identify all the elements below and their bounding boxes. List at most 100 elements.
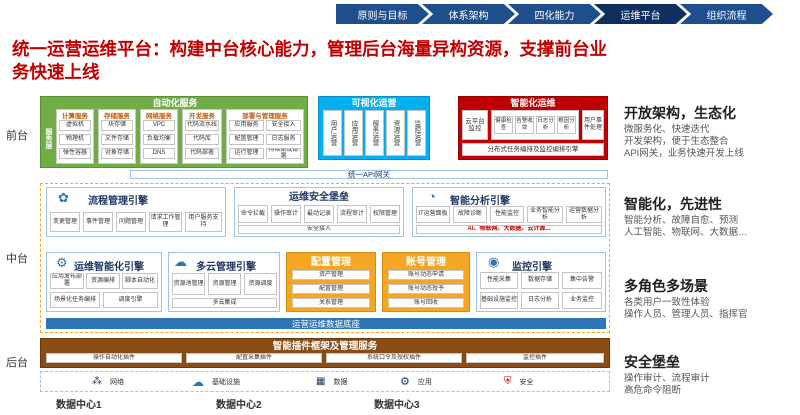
api-gateway-bar[interactable]: 统一API网关: [130, 170, 608, 179]
compute-service-title: 计算服务: [62, 113, 88, 120]
scheduler-cell[interactable]: 调度引擎: [103, 292, 158, 308]
infra-frame: [40, 371, 610, 392]
script-auto-cell[interactable]: 脚本自动化: [122, 273, 158, 289]
data-center-3: 数据中心3: [374, 400, 420, 411]
visual-ops-title: 可视化运营: [351, 97, 397, 108]
deploy-cell[interactable]: 代码部署: [185, 148, 219, 159]
fault-diag-cell[interactable]: 故障诊断: [453, 206, 487, 223]
res-orch-cell[interactable]: 资源编排: [86, 273, 120, 289]
biz-analysis-cell[interactable]: 业务智能分析: [527, 206, 563, 223]
app-ops-cell[interactable]: 应用运营: [344, 110, 363, 156]
op-auto-plugin-cell[interactable]: 操作自动化插件: [46, 353, 182, 363]
res-pool-cell[interactable]: 资源池管理: [172, 273, 205, 295]
user-ops-cell[interactable]: 用户运营: [323, 110, 342, 156]
root-cause-cell[interactable]: 根因分析: [557, 116, 576, 134]
biz-monitor-cell[interactable]: 业务监控: [562, 292, 602, 309]
service-ops-cell[interactable]: 服务运营: [365, 110, 384, 156]
multirole-line1: 各类用户一致性体验: [624, 297, 710, 308]
health-check-cell[interactable]: 健康检查: [494, 116, 513, 134]
file-storage-cell[interactable]: 文件存储: [101, 134, 133, 145]
run-mgmt-cell[interactable]: 运行管理: [229, 148, 264, 159]
app-deploy-cell[interactable]: 应用发布部署: [50, 273, 84, 289]
log-service-cell[interactable]: 日志服务: [266, 134, 301, 145]
infra-cloud-icon: ☁: [192, 374, 204, 389]
multicloud-bar[interactable]: 多云集成: [172, 298, 277, 308]
config-item-cell[interactable]: 配置管理: [292, 284, 370, 294]
log-analysis-cell[interactable]: 日志分析: [536, 116, 555, 134]
scene-task-cell[interactable]: 场景化任务编排: [50, 292, 100, 308]
acct-apply-cell[interactable]: 账号动态申请: [388, 270, 464, 280]
nav-tab-organization[interactable]: 组织流程: [680, 4, 773, 24]
event-mgmt-cell[interactable]: 事件管理: [83, 212, 113, 232]
app-service-cell[interactable]: 应用服务: [229, 120, 264, 131]
nav-tab-principles[interactable]: 原则与目标: [336, 4, 429, 24]
monitor-plugin-cell[interactable]: 监控插件: [466, 353, 604, 363]
nav-tab-architecture[interactable]: 体系架构: [422, 4, 515, 24]
multirole-heading: 多角色多场景: [624, 278, 708, 294]
secure-access-cell[interactable]: 安全接入: [266, 120, 301, 131]
open-arch-heading: 开放架构，生态化: [624, 105, 736, 121]
request-work-cell[interactable]: 请求工作管理: [149, 212, 182, 232]
dev-service-title: 开发服务: [189, 113, 215, 120]
infra-monitor-cell[interactable]: 基础设施监控: [480, 292, 518, 309]
security-line1: 操作审计、流程审计: [624, 373, 710, 384]
object-storage-cell[interactable]: 对象存储: [101, 148, 133, 159]
cmd-block-cell[interactable]: 命令拦截: [238, 205, 268, 223]
perm-mgmt-cell[interactable]: 权限管理: [370, 205, 400, 223]
problem-mgmt-cell[interactable]: 问题管理: [116, 212, 146, 232]
user-support-cell[interactable]: 用户服务支持: [185, 212, 222, 232]
alert-converge-cell[interactable]: 告警收敛: [515, 116, 534, 134]
infra-base-label: 基础设施: [212, 378, 240, 386]
flow-audit-cell[interactable]: 流程审计: [337, 205, 367, 223]
app-gear-icon: ⚙: [400, 376, 410, 388]
ops-data-base-bar[interactable]: 运营运维数据底座: [46, 318, 606, 329]
record-cell[interactable]: 最动记录: [304, 205, 334, 223]
top-nav: 原则与目标 体系架构 四化能力 运维平台 组织流程: [336, 4, 773, 24]
it-dashboard-cell[interactable]: IT运营面板: [416, 206, 450, 223]
analysis-engine-title: 智能分析引擎: [450, 196, 510, 207]
secure-bastion-title: 运维安全堡垒: [236, 189, 402, 203]
perf-monitor-cell[interactable]: 性能监控: [490, 206, 524, 223]
open-arch-line3: API网关，业务快速开发上线: [624, 148, 744, 159]
storage-service-title: 存储服务: [104, 113, 130, 120]
pipeline-cell[interactable]: 代码流水线: [185, 120, 219, 131]
nav-tab-ops-platform[interactable]: 运维平台: [594, 4, 687, 24]
data-store-cell[interactable]: 数据存储: [521, 272, 559, 289]
container-cell[interactable]: 弹性容器: [59, 148, 91, 159]
cloud-monitor-cell[interactable]: 云平台监控: [462, 110, 488, 140]
vpc-cell[interactable]: VPC: [143, 120, 175, 131]
physical-cell[interactable]: 物理机: [59, 134, 91, 145]
user-event-cell[interactable]: 用户事件处理: [582, 110, 604, 140]
config-plugin-cell[interactable]: 配置采集插件: [186, 353, 322, 363]
auth-plugin-cell[interactable]: 系统口令及授权插件: [326, 353, 462, 363]
config-mgmt-cell[interactable]: 配置管理: [229, 134, 264, 145]
op-audit-cell[interactable]: 操作审计: [271, 205, 301, 223]
repo-cell[interactable]: 代码库: [185, 134, 219, 145]
block-storage-cell[interactable]: 块存储: [101, 120, 133, 131]
res-schedule-cell[interactable]: 资源调度: [244, 273, 277, 295]
deploy-mgmt-title: 部署与管理服务: [242, 113, 288, 120]
vm-cell[interactable]: 虚拟机: [59, 120, 91, 131]
page-title: 统一运营运维平台：构建中台核心能力，管理后台海量异构资源，支撑前台业务快速上线: [12, 39, 607, 82]
change-mgmt-cell[interactable]: 变更管理: [50, 212, 80, 232]
data-center-2: 数据中心2: [216, 400, 262, 411]
dns-cell[interactable]: DNS: [143, 148, 175, 159]
cicd-cell[interactable]: 持续集成部署: [266, 148, 301, 159]
perf-collect-cell[interactable]: 性能采集: [480, 272, 518, 289]
asset-mgmt-cell[interactable]: 资产管理: [292, 270, 370, 280]
acct-revoke-cell[interactable]: 账号回收: [388, 298, 464, 308]
monitor-ops-cell[interactable]: 监控运营: [407, 110, 426, 156]
lb-cell[interactable]: 负载均衡: [143, 134, 175, 145]
secure-access-bar[interactable]: 安全接入: [238, 225, 400, 234]
log-analysis2-cell[interactable]: 日志分析: [521, 292, 559, 309]
central-alert-cell[interactable]: 集中告警: [562, 272, 602, 289]
acct-grant-cell[interactable]: 账号动态授予: [388, 284, 464, 294]
automation-service-title: 自动化服务: [152, 97, 198, 108]
nav-tab-capabilities[interactable]: 四化能力: [508, 4, 601, 24]
res-mgmt-cell[interactable]: 资源管理: [208, 273, 241, 295]
orchestration-engine-cell[interactable]: 分布式任务编排及监控编排引擎: [462, 143, 604, 156]
relation-mgmt-cell[interactable]: 关系管理: [292, 298, 370, 308]
resource-ops-cell[interactable]: 资源运营: [386, 110, 405, 156]
ops-data-cell[interactable]: 运营数据分析: [566, 206, 602, 223]
data-icon: ▦: [316, 376, 326, 387]
